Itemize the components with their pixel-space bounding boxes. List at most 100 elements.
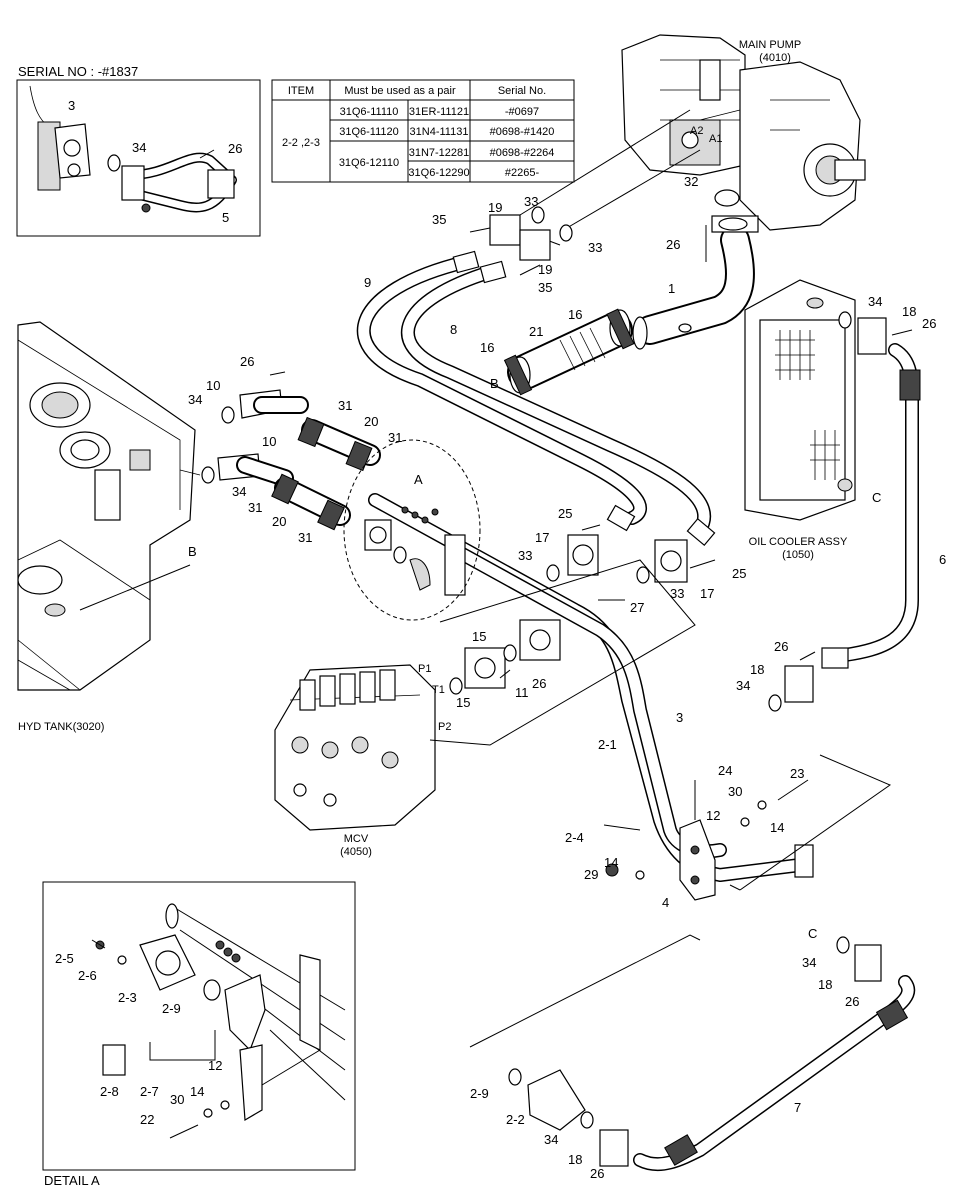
callout-17: 17 <box>700 586 714 601</box>
callout-26: 26 <box>666 237 680 252</box>
oil-cooler-caption: OIL COOLER ASSY <box>749 536 848 548</box>
pair-table: ITEM Must be used as a pair Serial No. 2… <box>271 79 575 183</box>
callout-29: 29 <box>584 867 598 882</box>
flange-19 <box>519 229 551 261</box>
table-cell: #0698-#1420 <box>490 126 555 138</box>
oil-cooler: OIL COOLER ASSY (1050) <box>744 279 856 561</box>
table-cell: 31Q6-12110 <box>339 157 399 169</box>
callout-b: B <box>188 544 197 559</box>
callout-22: 22 <box>140 1112 154 1127</box>
serial-title: SERIAL NO : -#1837 <box>18 64 138 79</box>
callout-34: 34 <box>544 1132 558 1147</box>
callout-15: 15 <box>456 695 470 710</box>
callout-17: 17 <box>535 530 549 545</box>
callout-2-8: 2-8 <box>100 1084 119 1099</box>
table-cell: #0698-#2264 <box>490 147 555 159</box>
port-label: A2 <box>690 125 703 137</box>
callout-30: 30 <box>728 784 742 799</box>
pipe-10-upper <box>239 389 309 419</box>
callout-2-5: 2-5 <box>55 951 74 966</box>
hose-6 <box>821 343 921 669</box>
oring-34 <box>221 406 235 424</box>
callout-26: 26 <box>240 354 254 369</box>
port-label: P2 <box>438 721 451 733</box>
main-pump-caption: MAIN PUMP <box>739 39 801 51</box>
callout-25: 25 <box>558 506 572 521</box>
serial-inset: SERIAL NO : -#1837 <box>16 64 261 237</box>
leader-lines <box>79 109 892 1048</box>
callout-26: 26 <box>845 994 859 1009</box>
callout-4: 4 <box>662 895 669 910</box>
callout-19: 19 <box>538 262 552 277</box>
hose-7 <box>633 975 916 1172</box>
callout-5: 5 <box>222 210 229 225</box>
callout-20: 20 <box>364 414 378 429</box>
callout-34: 34 <box>736 678 750 693</box>
callout-33: 33 <box>670 586 684 601</box>
hose-8 <box>400 265 712 537</box>
bolts <box>269 225 913 880</box>
callout-16: 16 <box>480 340 494 355</box>
callout-15: 15 <box>472 629 486 644</box>
callout-2-4: 2-4 <box>565 830 584 845</box>
callout-9: 9 <box>364 275 371 290</box>
callout-6: 6 <box>939 552 946 567</box>
callout-7: 7 <box>794 1100 801 1115</box>
mcv-caption: MCV <box>344 833 369 845</box>
callout-2-3: 2-3 <box>118 990 137 1005</box>
table-cell: 31Q6-11110 <box>340 106 399 118</box>
callout-26: 26 <box>590 1166 604 1181</box>
callout-20: 20 <box>272 514 286 529</box>
callout-11: 11 <box>515 685 529 700</box>
fittings-a <box>364 506 561 661</box>
hyd-tank-caption: HYD TANK(3020) <box>18 721 104 733</box>
table-header-item: ITEM <box>288 85 314 97</box>
table-cell: 31Q6-11120 <box>339 126 399 138</box>
callout-27: 27 <box>630 600 644 615</box>
callout-2-9: 2-9 <box>470 1086 489 1101</box>
oil-cooler-code: (1050) <box>782 549 814 561</box>
callout-21: 21 <box>529 324 543 339</box>
callout-16: 16 <box>568 307 582 322</box>
callout-24: 24 <box>718 763 732 778</box>
flange-18 <box>599 1129 629 1167</box>
callout-34: 34 <box>232 484 246 499</box>
table-cell: 31N4-11131 <box>410 126 469 138</box>
suction-pipe-1 <box>632 215 759 350</box>
callout-14: 14 <box>770 820 784 835</box>
callout-26: 26 <box>532 676 546 691</box>
callout-2-9: 2-9 <box>162 1001 181 1016</box>
adapter-2-2 <box>527 1069 586 1131</box>
callout-18: 18 <box>568 1152 582 1167</box>
callout-3: 3 <box>68 98 75 113</box>
table-header-pair: Must be used as a pair <box>344 85 456 97</box>
oring-34 <box>201 466 215 484</box>
callout-31: 31 <box>388 430 402 445</box>
callout-14: 14 <box>190 1084 204 1099</box>
pipe-20-lower <box>271 473 351 531</box>
main-pump: MAIN PUMP (4010) A2 A1 <box>621 34 866 231</box>
table-cell: -#0697 <box>505 106 539 118</box>
detail-a-caption: DETAIL A <box>44 1173 100 1188</box>
callout-26: 26 <box>922 316 936 331</box>
port-label: T1 <box>432 684 445 696</box>
bracket-4 <box>679 819 716 901</box>
detail-a-box: DETAIL A <box>42 881 356 1188</box>
callout-31: 31 <box>338 398 352 413</box>
table-cell: 31Q6-12290 <box>408 167 469 179</box>
callout-14: 14 <box>604 855 618 870</box>
serial-inset-frame <box>16 79 261 237</box>
callout-26: 26 <box>774 639 788 654</box>
callout-25: 25 <box>732 566 746 581</box>
serial-oring-34 <box>107 154 121 172</box>
mcv-code: (4050) <box>340 846 372 858</box>
callout-3: 3 <box>676 710 683 725</box>
flange-18 <box>857 317 887 355</box>
callout-31: 31 <box>248 500 262 515</box>
callout-2-2: 2-2 <box>506 1112 525 1127</box>
callout-34: 34 <box>188 392 202 407</box>
pipe-10-lower <box>217 453 294 487</box>
port-label: A1 <box>709 133 722 145</box>
table-cell: #2265- <box>505 167 540 179</box>
